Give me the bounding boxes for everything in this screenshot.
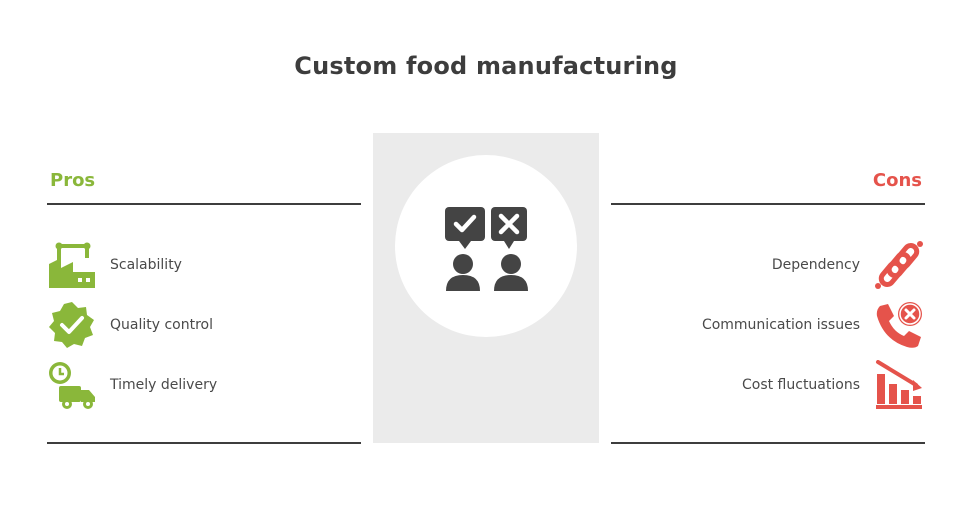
pro-label: Timely delivery [110,377,218,393]
page-title: Custom food manufacturing [294,52,678,80]
clock-truck-icon [47,360,97,410]
check-badge-icon [47,300,97,350]
center-panel [373,133,599,443]
pro-item-scalability: Scalability [47,240,182,290]
pros-top-divider [47,203,361,205]
pro-item-quality-control: Quality control [47,300,213,350]
pro-label: Quality control [110,317,214,333]
phone-error-icon [874,300,924,350]
cons-heading: Cons [872,170,922,191]
con-label: Cost fluctuations [741,377,860,393]
pro-item-timely-delivery: Timely delivery [47,360,217,410]
con-item-dependency: Dependency [772,240,924,290]
declining-bar-chart-icon [874,360,924,410]
con-label: Communication issues [701,317,860,333]
center-circle [395,155,577,337]
pro-label: Scalability [110,257,182,273]
con-label: Dependency [771,257,860,273]
cons-top-divider [611,203,925,205]
pros-bottom-divider [47,442,361,444]
con-item-communication-issues: Communication issues [702,300,924,350]
robot-arm-factory-icon [47,240,97,290]
pros-heading: Pros [50,170,96,191]
cons-bottom-divider [611,442,925,444]
chain-link-icon [874,240,924,290]
con-item-cost-fluctuations: Cost fluctuations [742,360,924,410]
